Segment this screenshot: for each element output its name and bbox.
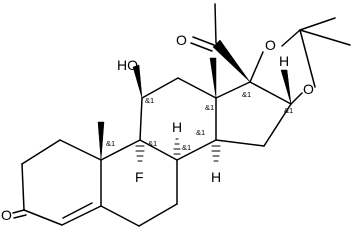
- stereo-label-c9: &1: [148, 139, 157, 148]
- stereo-label-c16: &1: [284, 106, 293, 115]
- stereo-label-c14: &1: [196, 128, 205, 137]
- c13-methyl-wedge: [209, 57, 217, 99]
- c11-oh-wedge: [132, 64, 143, 99]
- structure-diagram: O O HO O O F H H H H &1 &1 &1 &1 &1 &1 &…: [1, 3, 351, 227]
- ring-b: [100, 139, 178, 227]
- c9-fluorine-hash: [135, 145, 145, 162]
- stereo-label-c13: &1: [205, 103, 214, 112]
- c10-methyl-wedge: [97, 121, 105, 161]
- ring-oxygen-lower-label: O: [303, 81, 314, 97]
- ring-d: [215, 81, 292, 147]
- stereo-label-c11: &1: [145, 96, 154, 105]
- acetonide-ring: [249, 17, 351, 105]
- c16-h-wedge: [280, 69, 292, 105]
- c16-hydrogen-label: H: [279, 53, 289, 69]
- c8-hydrogen-label: H: [172, 119, 182, 135]
- ring-c: [139, 77, 217, 161]
- acetyl-oxygen-label: O: [176, 32, 187, 48]
- molecule-drawing: O O HO O O F H H H H &1 &1 &1 &1 &1 &1 &…: [1, 3, 351, 227]
- stereo-label-c10: &1: [106, 139, 115, 148]
- c14-h-hash: [211, 145, 221, 162]
- ketone-c3: [12, 209, 27, 219]
- hydroxyl-label: HO: [117, 57, 138, 73]
- acetyl-group: [190, 3, 251, 83]
- stereo-label-c17: &1: [242, 90, 251, 99]
- ring-oxygen-upper-label: O: [265, 37, 276, 53]
- fluorine-label: F: [135, 169, 144, 185]
- c8-h-hash: [173, 138, 181, 155]
- stereo-label-c8: &1: [182, 143, 191, 152]
- c14-hydrogen-label: H: [211, 169, 221, 185]
- ketone-oxygen-label: O: [1, 207, 12, 223]
- ring-a: [21, 139, 102, 226]
